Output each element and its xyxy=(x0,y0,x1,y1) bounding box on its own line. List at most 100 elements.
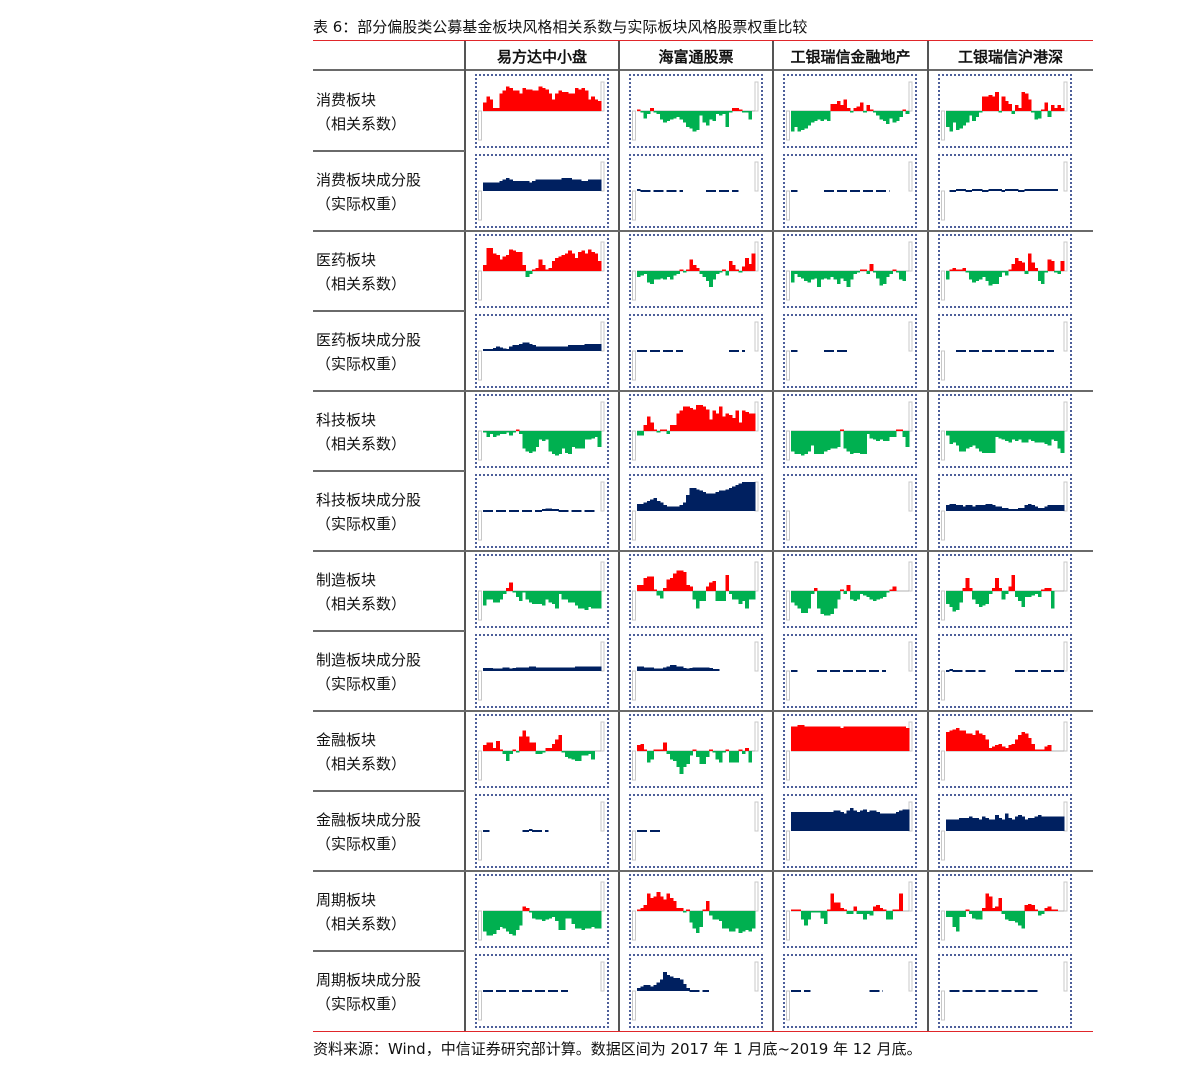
correlation-bar xyxy=(558,90,563,111)
correlation-bar xyxy=(791,111,795,132)
correlation-bar xyxy=(836,271,841,285)
correlation-bar xyxy=(1031,262,1035,271)
correlation-bar xyxy=(1005,911,1009,920)
correlation-bar xyxy=(578,591,582,609)
weight-sparkline xyxy=(629,794,763,868)
weight-bar xyxy=(748,482,753,511)
correlation-bar xyxy=(797,909,802,911)
correlation-bar xyxy=(751,413,756,431)
correlation-bar xyxy=(591,96,595,111)
weight-bar xyxy=(968,505,973,511)
weight-bar xyxy=(522,667,527,671)
correlation-bar xyxy=(528,742,533,751)
scale-bar-negative xyxy=(941,590,945,621)
weight-bar xyxy=(522,180,527,191)
correlation-bar xyxy=(895,909,900,911)
row-label-unit: （实际权重） xyxy=(316,835,407,853)
weight-bar xyxy=(542,346,546,351)
correlation-bar xyxy=(872,111,877,113)
correlation-bar xyxy=(882,271,887,285)
correlation-bar xyxy=(952,111,957,123)
correlation-bar xyxy=(542,591,546,606)
row-divider xyxy=(313,390,1093,392)
weight-sparkline xyxy=(629,314,763,388)
correlation-bar xyxy=(643,749,648,751)
row-label-name: 消费板块 xyxy=(316,91,377,109)
correlation-bar xyxy=(833,726,838,751)
correlation-bar xyxy=(889,911,894,920)
weight-sparkline xyxy=(783,314,917,388)
correlation-bar xyxy=(972,431,976,446)
correlation-bar xyxy=(902,271,907,282)
correlation-bar xyxy=(715,111,720,114)
correlation-bar xyxy=(646,271,651,283)
weight-bar xyxy=(836,810,841,831)
weight-bar xyxy=(725,489,730,511)
correlation-bar xyxy=(820,431,825,455)
weight-bar xyxy=(791,812,795,831)
scale-bar-positive xyxy=(600,401,605,432)
weight-sparkline xyxy=(629,954,763,1028)
weight-bar xyxy=(532,345,536,351)
correlation-bar xyxy=(673,425,677,431)
correlation-bar xyxy=(496,108,500,111)
top-rule xyxy=(313,40,1093,41)
weight-bar xyxy=(995,189,999,191)
weight-bar xyxy=(499,180,504,191)
weight-sparkline xyxy=(938,314,1072,388)
weight-sparkline xyxy=(938,794,1072,868)
correlation-bar xyxy=(946,732,950,751)
correlation-bar xyxy=(846,911,851,914)
correlation-bar xyxy=(972,735,976,751)
correlation-bar xyxy=(791,431,795,452)
correlation-bar xyxy=(879,591,884,599)
weight-bar xyxy=(564,667,569,671)
weight-bar xyxy=(1054,816,1058,831)
scale-bar-negative xyxy=(478,750,482,781)
weight-sparkline xyxy=(938,954,1072,1028)
correlation-bar xyxy=(1047,745,1052,751)
correlation-bar xyxy=(899,111,903,117)
scale-bar-negative xyxy=(941,990,945,1021)
scale-bar-negative xyxy=(632,670,636,701)
correlation-bar xyxy=(735,269,740,271)
correlation-bar xyxy=(656,111,661,114)
weight-bar xyxy=(637,503,641,511)
weight-bar xyxy=(561,346,566,351)
row-label: 医药板块成分股（实际权重） xyxy=(316,328,421,376)
correlation-bar xyxy=(988,95,993,111)
correlation-bar xyxy=(791,591,795,603)
correlation-sparkline xyxy=(475,714,609,788)
correlation-bar xyxy=(876,905,880,911)
weight-bar xyxy=(499,347,504,351)
weight-bar xyxy=(1014,816,1019,831)
correlation-bar xyxy=(850,111,854,113)
weight-bar xyxy=(975,505,980,511)
scale-bar-positive xyxy=(600,881,605,912)
row-label: 周期板块成分股（实际权重） xyxy=(316,968,421,1016)
scale-bar-negative xyxy=(941,110,945,141)
correlation-bar xyxy=(535,911,540,920)
weight-bar xyxy=(800,812,805,831)
correlation-bar xyxy=(1034,268,1039,271)
weight-bar xyxy=(568,667,572,671)
correlation-bar xyxy=(709,582,713,591)
weight-bar xyxy=(1001,819,1006,831)
correlation-bar xyxy=(968,271,973,280)
weight-bar xyxy=(505,667,510,671)
weight-bar xyxy=(1021,816,1026,831)
correlation-bar xyxy=(594,591,599,609)
correlation-bar xyxy=(666,271,671,277)
correlation-bar xyxy=(519,591,523,602)
correlation-bar xyxy=(571,431,576,447)
row-label: 制造板块成分股（实际权重） xyxy=(316,648,421,696)
correlation-bar xyxy=(696,751,700,757)
correlation-bar xyxy=(689,407,694,431)
correlation-bar xyxy=(584,253,589,271)
correlation-bar xyxy=(889,271,894,274)
row-label-name: 制造板块 xyxy=(316,571,377,589)
correlation-bar xyxy=(800,911,805,920)
correlation-bar xyxy=(542,751,546,753)
weight-bar xyxy=(712,493,717,511)
scale-bar-negative xyxy=(786,350,790,381)
